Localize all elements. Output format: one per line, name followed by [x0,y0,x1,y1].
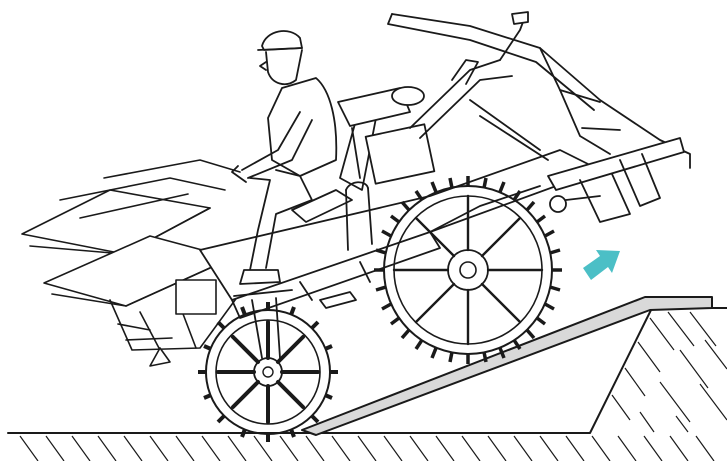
driver [231,30,338,285]
front-wheel [198,302,338,442]
front-wheel-lugs [198,302,338,442]
ground-hatching [19,311,727,461]
ground [7,307,727,461]
direction-arrow [583,250,620,280]
loading-ramp [301,296,713,436]
planting-unit [21,159,241,367]
rear-wheel-lugs [374,176,562,364]
rear-wheel [374,176,562,364]
front-axle-linkage [233,289,293,359]
